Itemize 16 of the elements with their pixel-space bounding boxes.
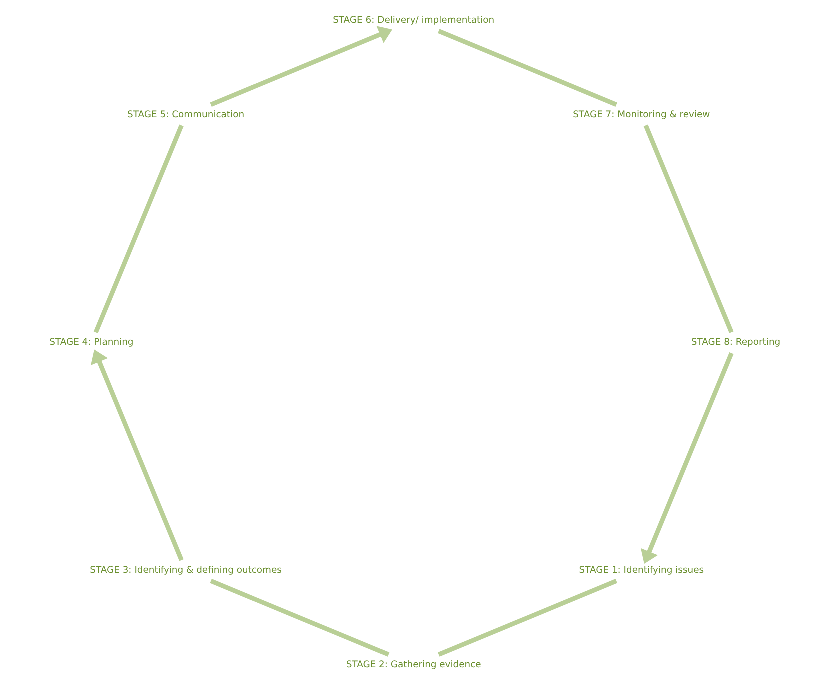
arrow	[640, 352, 734, 564]
connector	[210, 579, 390, 657]
node-text: STAGE 8: Reporting	[691, 337, 781, 348]
connector	[438, 29, 618, 107]
node-text: STAGE 7: Monitoring & review	[573, 109, 710, 120]
node-text: STAGE 2: Gathering evidence	[346, 659, 482, 670]
node-text: STAGE 6: Delivery/ implementation	[333, 15, 495, 26]
connector	[438, 579, 618, 657]
node-text: STAGE 5: Communication	[128, 109, 245, 120]
node-text: STAGE 3: Identifying & defining outcomes	[90, 564, 282, 576]
connector	[94, 124, 184, 334]
node-text: STAGE 4: Planning	[50, 337, 134, 348]
node-text: STAGE 1: Identifying issues	[579, 564, 704, 576]
arrow	[210, 26, 392, 107]
connector	[644, 124, 734, 334]
arrow	[91, 350, 184, 562]
